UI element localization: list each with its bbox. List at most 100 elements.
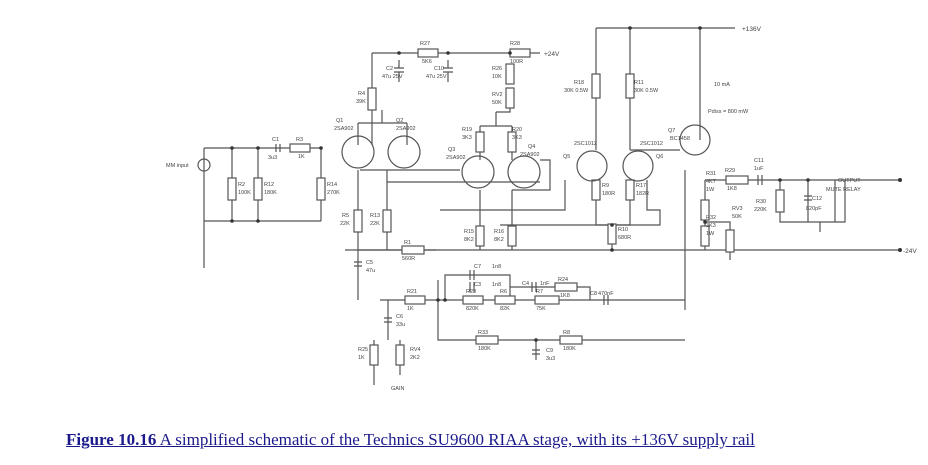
figure-caption-link[interactable]: A simplified schematic of the Technics S… xyxy=(156,430,755,449)
input-jack-icon xyxy=(197,158,211,172)
r29-ref: R29 xyxy=(725,168,735,174)
rv2-value: 50K xyxy=(492,100,502,106)
transistor-q4 xyxy=(507,155,541,189)
r11-value: 30K 0.5W xyxy=(634,88,659,94)
capacitors xyxy=(197,60,812,355)
r16-ref: R16 xyxy=(494,229,504,235)
r33-value: 180K xyxy=(478,346,491,352)
q5-ref: Q5 xyxy=(563,154,570,160)
q4-value: 2SA902 xyxy=(520,152,540,158)
r18-value: 30K 0.5W xyxy=(564,88,589,94)
r32-ref: R32 xyxy=(706,215,716,221)
q6-value: 2SC1012 xyxy=(640,141,663,147)
r32-watt: 1W xyxy=(706,231,715,237)
r7-value: 75K xyxy=(536,306,546,312)
r24-value: 1K8 xyxy=(560,293,570,299)
r8-ref: R8 xyxy=(563,330,570,336)
mute-relay-label: MUTE RELAY xyxy=(826,187,861,193)
q6-ref: Q6 xyxy=(656,154,663,160)
r26-ref: R26 xyxy=(492,66,502,72)
c8-value: 470nF xyxy=(598,291,614,297)
c12-ref: C12 xyxy=(812,196,822,202)
c10-ref: C10 xyxy=(434,66,444,72)
r26-value: 10K xyxy=(492,74,502,80)
labels: +136V +24V -24V MM input OUTPUT MUTE REL… xyxy=(166,26,917,392)
q4-ref: Q4 xyxy=(528,144,535,150)
r13-ref: R13 xyxy=(370,213,380,219)
rv4-value: 2K2 xyxy=(410,355,420,361)
c9-value: 3u3 xyxy=(546,356,555,362)
c4-value: 1nF xyxy=(540,281,550,287)
r10-value: 680R xyxy=(618,235,631,241)
r3-ref: R3 xyxy=(296,137,303,143)
c4-ref: C4 xyxy=(522,281,529,287)
r23-ref: R23 xyxy=(466,289,476,295)
c1-value: 3u3 xyxy=(268,155,277,161)
r21-value: 1K xyxy=(407,306,414,312)
c10-value: 47u 25V xyxy=(426,74,447,80)
r1-ref: R1 xyxy=(404,240,411,246)
c5-ref: C5 xyxy=(366,260,373,266)
r28-ref: R28 xyxy=(510,41,520,47)
r8-value: 180K xyxy=(563,346,576,352)
c9-ref: C9 xyxy=(546,348,553,354)
r5-value: 22K xyxy=(340,221,350,227)
transistor-q5 xyxy=(576,150,608,182)
output-label: OUTPUT xyxy=(838,178,861,184)
q1-ref: Q1 xyxy=(336,118,343,124)
r11-ref: R11 xyxy=(634,80,644,86)
r5-ref: R5 xyxy=(342,213,349,219)
r14-value: 270K xyxy=(327,190,340,196)
r9-ref: R9 xyxy=(602,183,609,189)
r24-ref: R24 xyxy=(558,277,568,283)
rv2-ref: RV2 xyxy=(492,92,503,98)
r14-ref: R14 xyxy=(327,182,337,188)
resistors xyxy=(227,48,785,366)
schematic-diagram: +136V +24V -24V MM input OUTPUT MUTE REL… xyxy=(166,26,917,392)
transistors xyxy=(341,124,711,189)
figure-number-link[interactable]: Figure 10.16 xyxy=(66,430,157,449)
rv3-ref: RV3 xyxy=(732,206,743,212)
r27-value: 5K6 xyxy=(422,59,432,65)
r33-ref: R33 xyxy=(478,330,488,336)
r12-value: 180K xyxy=(264,190,277,196)
r32-value: 3K3 xyxy=(706,223,716,229)
current-label: 10 mA xyxy=(714,82,730,88)
r23-value: 820K xyxy=(466,306,479,312)
q1-value: 2SA902 xyxy=(334,126,354,132)
r4-value: 39K xyxy=(356,99,366,105)
r9-value: 180R xyxy=(602,191,615,197)
transistor-q6 xyxy=(622,150,654,182)
rail-24v-label: +24V xyxy=(544,51,560,58)
junction-dots xyxy=(230,26,902,342)
r28-value: 100R xyxy=(510,59,523,65)
r31-ref: R31 xyxy=(706,171,716,177)
c12-value: 820pF xyxy=(806,206,822,212)
wires xyxy=(203,27,900,385)
r25-value: 1K xyxy=(358,355,365,361)
r6-value: 82K xyxy=(500,306,510,312)
c3-value: 1n8 xyxy=(492,282,501,288)
r31-watt: 1W xyxy=(706,187,715,193)
pdiss-label: Pdiss = 800 mW xyxy=(708,109,749,115)
c7-ref: C7 xyxy=(474,264,481,270)
transistor-q3 xyxy=(461,155,495,189)
c1-ref: C1 xyxy=(272,137,279,143)
r3-value: 1K xyxy=(298,154,305,160)
r30-ref: R30 xyxy=(756,199,766,205)
r7-ref: R7 xyxy=(536,289,543,295)
r30-value: 220K xyxy=(754,207,767,213)
q2-ref: Q2 xyxy=(396,118,403,124)
r10-ref: R10 xyxy=(618,227,628,233)
r16-value: 8K2 xyxy=(494,237,504,243)
r2-ref: R2 xyxy=(238,182,245,188)
c2-value: 47u 25V xyxy=(382,74,403,80)
r15-value: 8K2 xyxy=(464,237,474,243)
c3-ref: C3 xyxy=(474,282,481,288)
r27-ref: R27 xyxy=(420,41,430,47)
c11-ref: C11 xyxy=(754,158,764,164)
r13-value: 22K xyxy=(370,221,380,227)
r4-ref: R4 xyxy=(358,91,365,97)
rail-136v-label: +136V xyxy=(742,26,762,33)
q2-value: 2SA902 xyxy=(396,126,416,132)
